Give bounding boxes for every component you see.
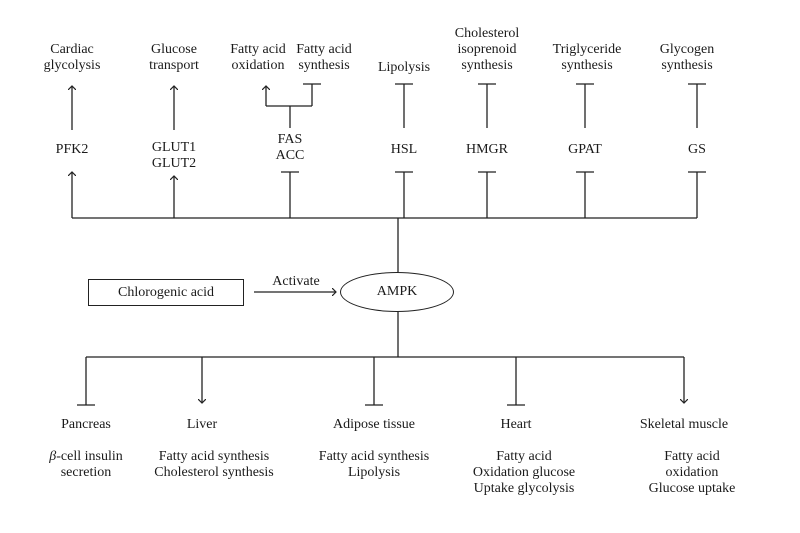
tissue-adipose: Adipose tissue bbox=[332, 417, 416, 432]
effect-heart: Fatty acid Oxidation glucose Uptake glyc… bbox=[472, 449, 576, 496]
effect-liver: Fatty acid synthesis Cholesterol synthes… bbox=[154, 449, 274, 480]
ampk-ellipse: AMPK bbox=[340, 272, 454, 312]
effect-pancreas-line2: secretion bbox=[60, 465, 112, 480]
effect-pancreas-line1: -cell insulin bbox=[56, 449, 123, 464]
enzyme-pfk2: PFK2 bbox=[55, 142, 89, 157]
tissue-liver: Liver bbox=[186, 417, 218, 432]
tissue-skeletal-muscle: Skeletal muscle bbox=[639, 417, 729, 432]
target-glycogen-synthesis: Glycogen synthesis bbox=[659, 42, 715, 73]
target-lipolysis: Lipolysis bbox=[377, 60, 431, 75]
enzyme-hsl: HSL bbox=[390, 142, 418, 157]
target-triglyceride-synthesis: Triglyceride synthesis bbox=[552, 42, 622, 73]
target-cardiac-glycolysis: Cardiac glycolysis bbox=[43, 42, 101, 73]
tissue-heart: Heart bbox=[500, 417, 532, 432]
effect-skeletal-muscle: Fatty acid oxidation Glucose uptake bbox=[648, 449, 736, 496]
enzyme-glut: GLUT1 GLUT2 bbox=[151, 140, 197, 171]
enzyme-fas-acc: FAS ACC bbox=[275, 132, 305, 163]
chlorogenic-acid-box: Chlorogenic acid bbox=[88, 279, 244, 306]
enzyme-gpat: GPAT bbox=[568, 142, 602, 157]
target-glucose-transport: Glucose transport bbox=[149, 42, 199, 73]
effect-adipose: Fatty acid synthesis Lipolysis bbox=[318, 449, 430, 480]
enzyme-hmgr: HMGR bbox=[465, 142, 509, 157]
tissue-pancreas: Pancreas bbox=[61, 417, 111, 432]
target-cholesterol-synthesis: Cholesterol isoprenoid synthesis bbox=[454, 26, 520, 73]
target-fatty-acid-oxidation: Fatty acid oxidation bbox=[230, 42, 286, 73]
beta-symbol: β bbox=[49, 449, 57, 464]
target-fatty-acid-synthesis: Fatty acid synthesis bbox=[296, 42, 352, 73]
activate-label: Activate bbox=[272, 274, 320, 289]
enzyme-gs: GS bbox=[688, 142, 706, 157]
